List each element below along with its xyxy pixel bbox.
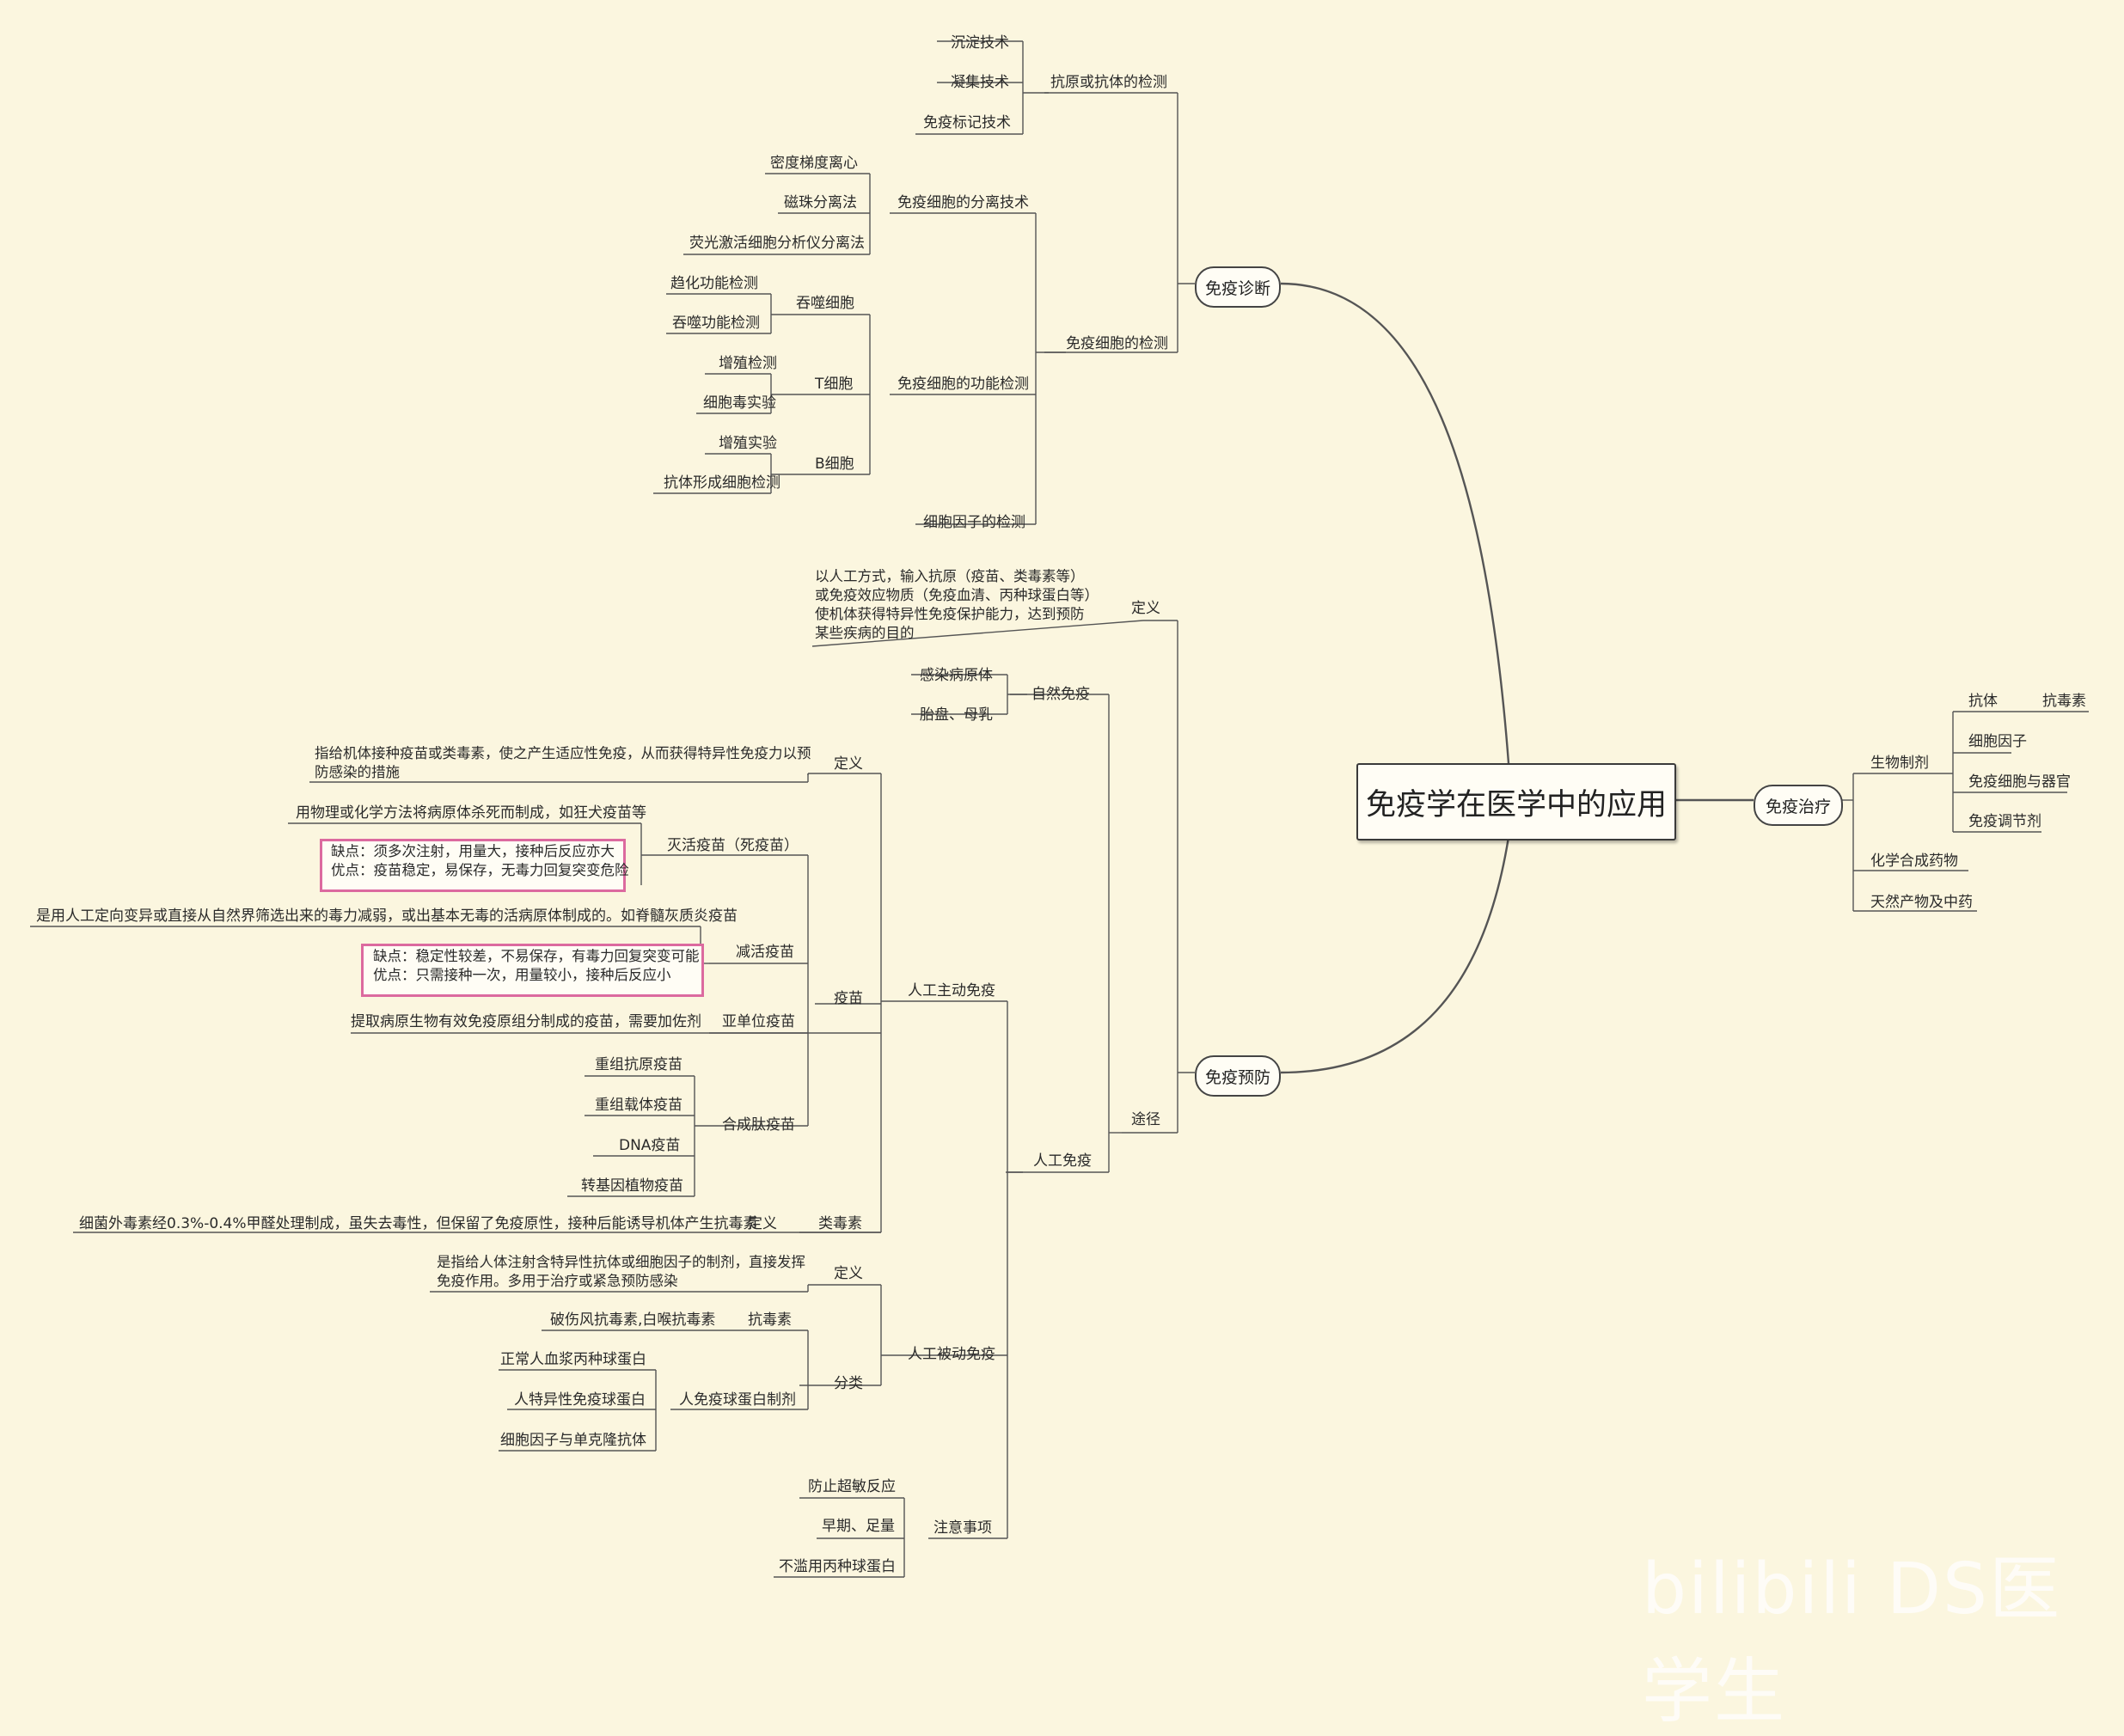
node-phagocyte[interactable]: 吞噬细胞 (796, 295, 854, 312)
node-passive-definition[interactable]: 定义 (834, 1265, 863, 1282)
node-biologics[interactable]: 生物制剂 (1870, 755, 1929, 772)
node-artificial-immunity[interactable]: 人工免疫 (1033, 1152, 1092, 1170)
node-antibody-forming[interactable]: 抗体形成细胞检测 (664, 474, 780, 492)
node-route[interactable]: 途径 (1131, 1111, 1160, 1128)
node-cell-separation[interactable]: 免疫细胞的分离技术 (897, 194, 1029, 211)
node-antitoxin-treatment[interactable]: 抗毒素 (2042, 693, 2086, 710)
node-attenuated-vaccine[interactable]: 减活疫苗 (736, 944, 794, 961)
topic-treatment[interactable]: 免疫治疗 (1754, 785, 1843, 826)
node-recombinant-antigen[interactable]: 重组抗原疫苗 (595, 1056, 682, 1073)
node-t-cell[interactable]: T细胞 (815, 376, 854, 393)
node-t-proliferation[interactable]: 增殖检测 (719, 355, 777, 372)
node-phagocytosis[interactable]: 吞噬功能检测 (672, 315, 760, 332)
node-precautions[interactable]: 注意事项 (933, 1519, 992, 1537)
node-immunomodulator[interactable]: 免疫调节剂 (1968, 813, 2041, 830)
node-immune-cells-organs[interactable]: 免疫细胞与器官 (1968, 773, 2071, 791)
node-antibody[interactable]: 抗体 (1968, 693, 1998, 710)
node-active-definition[interactable]: 定义 (834, 755, 863, 773)
node-cytokine-detection[interactable]: 细胞因子的检测 (923, 514, 1025, 531)
node-immune-cell-detection[interactable]: 免疫细胞的检测 (1066, 335, 1168, 352)
node-classification[interactable]: 分类 (834, 1375, 863, 1392)
node-b-proliferation[interactable]: 增殖实验 (719, 435, 777, 452)
antitoxin-description: 破伤风抗毒素,白喉抗毒素 (550, 1311, 716, 1329)
node-no-abuse-globulin[interactable]: 不滥用丙种球蛋白 (779, 1558, 896, 1575)
node-antigen-antibody-detection[interactable]: 抗原或抗体的检测 (1050, 74, 1167, 91)
node-natural-immunity[interactable]: 自然免疫 (1031, 686, 1090, 703)
node-natural-products[interactable]: 天然产物及中药 (1870, 894, 1973, 911)
node-synthetic-peptide-vaccine[interactable]: 合成肽疫苗 (722, 1116, 795, 1134)
node-placenta-milk[interactable]: 胎盘、母乳 (920, 706, 993, 724)
node-magnetic-beads[interactable]: 磁珠分离法 (784, 194, 857, 211)
root-topic[interactable]: 免疫学在医学中的应用 (1356, 763, 1676, 840)
node-cytokine[interactable]: 细胞因子 (1968, 733, 2027, 750)
node-precipitation[interactable]: 沉淀技术 (951, 34, 1009, 52)
inactivated-note: 缺点：须多次注射，用量大，接种后反应亦大 优点：疫苗稳定，易保存，无毒力回复突变… (331, 843, 629, 878)
prevention-definition-text: 以人工方式，输入抗原（疫苗、类毒素等） 或免疫效应物质（免疫血清、丙种球蛋白等）… (815, 568, 1099, 641)
node-passive-immunity[interactable]: 人工被动免疫 (908, 1346, 995, 1363)
connector-lines (30, 40, 2089, 1578)
attenuated-note-box (361, 944, 704, 997)
node-b-cell[interactable]: B细胞 (815, 455, 854, 473)
node-cytokine-monoclonal[interactable]: 细胞因子与单克隆抗体 (500, 1432, 646, 1449)
attenuated-description: 是用人工定向变异或直接从自然界筛选出来的毒力减弱，或出基本无毒的活病原体制成的。… (36, 908, 738, 925)
node-gamma-globulin[interactable]: 正常人血浆丙种球蛋白 (500, 1351, 646, 1368)
node-specific-globulin[interactable]: 人特异性免疫球蛋白 (514, 1391, 646, 1409)
node-transgenic-plant[interactable]: 转基因植物疫苗 (581, 1177, 683, 1195)
node-immunolabeling[interactable]: 免疫标记技术 (923, 114, 1011, 131)
node-active-immunity[interactable]: 人工主动免疫 (908, 982, 995, 999)
node-infection[interactable]: 感染病原体 (920, 667, 993, 684)
watermark: bilibili DS医学生 (1642, 1549, 2062, 1733)
passive-definition-text: 是指给人体注射含特异性抗体或细胞因子的制剂，直接发挥 免疫作用。多用于治疗或紧急… (437, 1254, 805, 1289)
topic-prevention[interactable]: 免疫预防 (1195, 1055, 1281, 1097)
node-density-gradient[interactable]: 密度梯度离心 (770, 155, 858, 172)
attenuated-note: 缺点：稳定性较差，不易保存，有毒力回复突变可能 优点：只需接种一次，用量较小，接… (373, 948, 700, 983)
subunit-description: 提取病原生物有效免疫原组分制成的疫苗，需要加佐剂 (351, 1013, 701, 1030)
node-agglutination[interactable]: 凝集技术 (951, 74, 1009, 91)
topic-diagnosis[interactable]: 免疫诊断 (1195, 266, 1281, 308)
node-chemotaxis[interactable]: 趋化功能检测 (670, 275, 758, 292)
node-subunit-vaccine[interactable]: 亚单位疫苗 (722, 1013, 795, 1030)
node-vaccine[interactable]: 疫苗 (834, 990, 863, 1007)
node-cell-function[interactable]: 免疫细胞的功能检测 (897, 376, 1029, 393)
node-dna-vaccine[interactable]: DNA疫苗 (619, 1137, 681, 1154)
node-immunoglobulin-preparation[interactable]: 人免疫球蛋白制剂 (679, 1391, 796, 1409)
node-prevention-definition[interactable]: 定义 (1131, 600, 1160, 617)
node-recombinant-vector[interactable]: 重组载体疫苗 (595, 1097, 682, 1114)
inactivated-description: 用物理或化学方法将病原体杀死而制成，如狂犬疫苗等 (296, 804, 646, 822)
node-facs[interactable]: 荧光激活细胞分析仪分离法 (689, 235, 865, 252)
node-toxoid-definition[interactable]: 定义 (748, 1215, 777, 1232)
active-definition-text: 指给机体接种疫苗或类毒素，使之产生适应性免疫，从而获得特异性免疫力以预 防感染的… (315, 745, 811, 780)
node-chemical-drugs[interactable]: 化学合成药物 (1870, 853, 1958, 870)
node-toxoid[interactable]: 类毒素 (818, 1215, 862, 1232)
node-early-sufficient[interactable]: 早期、足量 (822, 1518, 895, 1535)
inactivated-note-box (320, 839, 626, 892)
node-antitoxin[interactable]: 抗毒素 (748, 1311, 792, 1329)
node-cytotoxicity[interactable]: 细胞毒实验 (703, 394, 776, 412)
toxoid-definition-text: 细菌外毒素经0.3%-0.4%甲醛处理制成，虽失去毒性，但保留了免疫原性，接种后… (79, 1215, 758, 1232)
node-prevent-hypersensitivity[interactable]: 防止超敏反应 (808, 1478, 896, 1495)
node-inactivated-vaccine[interactable]: 灭活疫苗（死疫苗） (667, 837, 799, 854)
